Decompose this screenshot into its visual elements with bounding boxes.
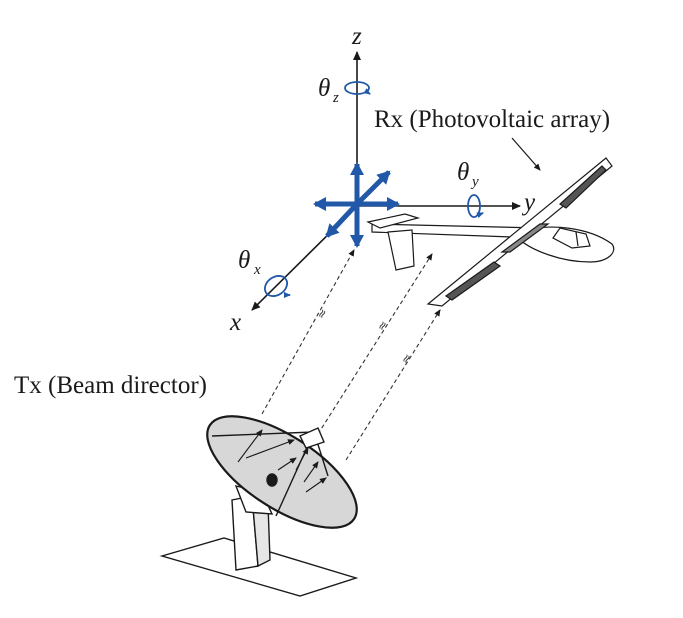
- beam-marker-right: ≈: [398, 351, 415, 367]
- y-axis-label: y: [521, 189, 536, 216]
- z-axis-label: z: [351, 23, 362, 50]
- rotation-x: θ x: [238, 247, 291, 298]
- rotation-arrow-icon: [467, 194, 481, 218]
- dish-reflector: [206, 415, 358, 529]
- aircraft-canopy: [552, 227, 591, 249]
- theta-y-symbol: θ: [457, 159, 469, 186]
- theta-y-subscript: y: [470, 174, 479, 190]
- rx-pointer-arrow: [511, 137, 541, 171]
- aircraft-wing: [426, 157, 613, 307]
- power-beams: [261, 249, 441, 461]
- tx-label: Tx (Beam director): [14, 372, 207, 399]
- theta-x-symbol: θ: [238, 247, 250, 274]
- beam-line-middle: [317, 253, 433, 435]
- aircraft-vertical-tail: [387, 229, 415, 271]
- theta-z-symbol: θ: [318, 75, 330, 102]
- aircraft-horizontal-tail: [366, 213, 421, 229]
- solar-cells-inner: [444, 261, 502, 301]
- rotation-y: θ y: [457, 159, 484, 219]
- solar-cells-outer: [559, 165, 607, 209]
- dish-center-spot: [266, 473, 278, 487]
- beam-line-right: [345, 309, 441, 461]
- theta-z-subscript: z: [332, 90, 339, 106]
- ground-plate: [159, 537, 359, 597]
- beam-marker-left: ≈: [313, 306, 330, 322]
- beam-line-left: [261, 249, 355, 415]
- feed-horn: [299, 427, 325, 449]
- rx-label: Rx (Photovoltaic array): [374, 106, 610, 133]
- rotation-z: θ z: [318, 75, 371, 106]
- rotation-arrow-icon: [263, 275, 289, 297]
- translation-cross-icon: [313, 162, 400, 248]
- x-axis-label: x: [229, 309, 241, 336]
- dish-antenna-icon: [159, 415, 359, 597]
- theta-x-subscript: x: [253, 262, 261, 278]
- beam-marker-middle: ≈: [374, 318, 391, 334]
- rotation-arrow-icon: [344, 81, 370, 95]
- aircraft-icon: [366, 157, 615, 307]
